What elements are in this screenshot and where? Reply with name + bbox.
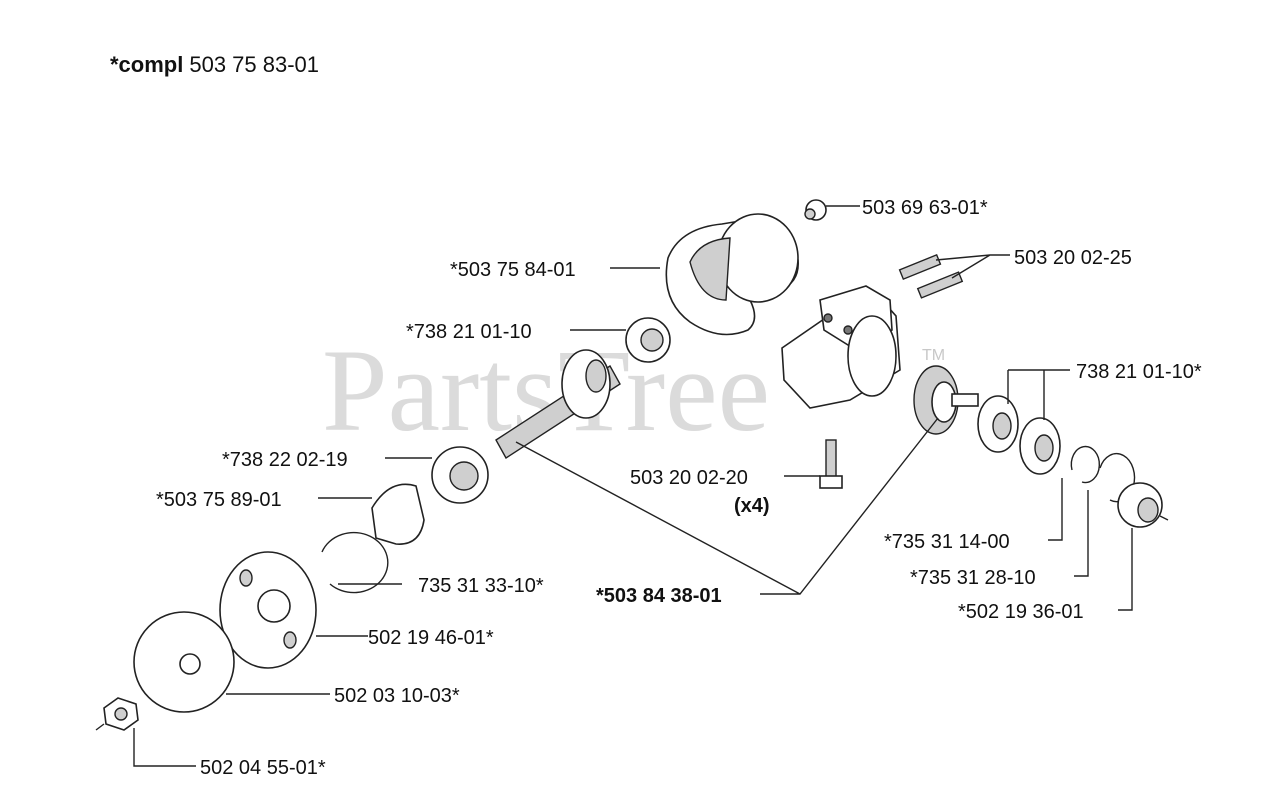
label-735-31-14-00[interactable]: *735 31 14-00 xyxy=(884,531,1010,553)
watermark-tm: TM xyxy=(922,347,945,364)
support-cup[interactable] xyxy=(219,551,317,669)
label-503-20-02-25[interactable]: 503 20 02-25 xyxy=(1014,247,1132,269)
label-503-69-63-01[interactable]: 503 69 63-01* xyxy=(862,197,988,219)
label-502-04-55-01[interactable]: 502 04 55-01* xyxy=(200,757,326,779)
label-503-75-84-01[interactable]: *503 75 84-01 xyxy=(450,259,576,281)
label-503-75-89-01[interactable]: *503 75 89-01 xyxy=(156,489,282,511)
bearing-right-1[interactable] xyxy=(977,395,1019,453)
output-shaft[interactable] xyxy=(495,349,621,459)
thrust-disc[interactable] xyxy=(133,611,235,713)
label-503-20-02-20[interactable]: 503 20 02-20 xyxy=(630,467,748,489)
label-738-21-01-10-left[interactable]: *738 21 01-10 xyxy=(406,321,532,343)
label-502-03-10-03[interactable]: 502 03 10-03* xyxy=(334,685,460,707)
watermark-logo: PartsTree xyxy=(322,325,770,456)
bottom-screw[interactable] xyxy=(819,439,843,489)
assembly-prefix: *compl xyxy=(110,52,183,77)
label-quantity-x4: (x4) xyxy=(734,495,770,517)
label-503-84-38-01[interactable]: *503 84 38-01 xyxy=(596,585,722,607)
snap-ring-left[interactable] xyxy=(321,531,389,594)
bearing-upper[interactable] xyxy=(625,317,671,363)
seal[interactable] xyxy=(431,446,489,504)
label-502-19-36-01[interactable]: *502 19 36-01 xyxy=(958,601,1084,623)
label-502-19-46-01[interactable]: 502 19 46-01* xyxy=(368,627,494,649)
bearing-right-2[interactable] xyxy=(1019,417,1061,475)
assembly-number: 503 75 83-01 xyxy=(189,52,319,77)
retaining-ring-small[interactable] xyxy=(1070,445,1101,484)
label-735-31-33-10[interactable]: 735 31 33-10* xyxy=(418,575,544,597)
leader-lines xyxy=(95,205,1169,767)
gear-housing[interactable] xyxy=(665,213,901,409)
washer[interactable] xyxy=(371,483,425,545)
label-738-21-01-10-right[interactable]: 738 21 01-10* xyxy=(1076,361,1202,383)
bevel-gear-small[interactable] xyxy=(913,365,979,435)
vent-screw[interactable] xyxy=(804,199,827,221)
label-735-31-28-10[interactable]: *735 31 28-10 xyxy=(910,567,1036,589)
clamp-screws[interactable] xyxy=(898,253,964,299)
label-738-22-02-19[interactable]: *738 22 02-19 xyxy=(222,449,348,471)
collar-right[interactable] xyxy=(1117,482,1163,528)
nut[interactable] xyxy=(103,697,139,731)
